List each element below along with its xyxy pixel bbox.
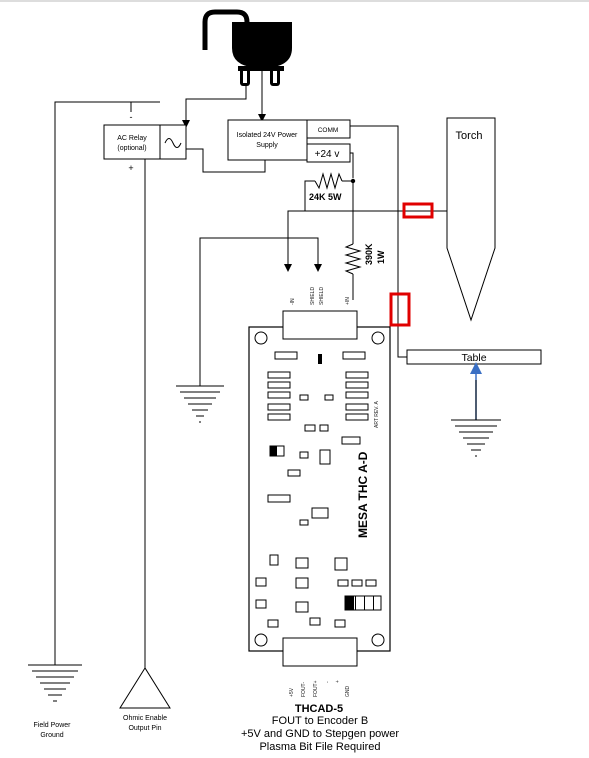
- torch-label: Torch: [456, 130, 483, 142]
- highlight-torch-wire: [402, 202, 434, 219]
- pin-bottom-0: +5V: [289, 687, 295, 697]
- ac-relay-minus: -: [130, 112, 133, 122]
- pin-top-1: SHIELD: [310, 287, 316, 305]
- board-label: MESA THC A-D: [356, 451, 370, 538]
- resistor-390k-label-2: 1W: [376, 250, 386, 264]
- relay-psu-wire: [186, 148, 266, 173]
- psu-24v-label: +24 v: [315, 149, 340, 160]
- mount-hole-tr: [371, 331, 385, 345]
- resistor-24k-label: 24K 5W: [309, 192, 342, 202]
- pin-bottom-5: GND: [345, 686, 351, 698]
- caption-line-1: FOUT to Encoder B: [272, 715, 368, 727]
- bottom-connector: [282, 637, 358, 667]
- power-supply: Isolated 24V Power Supply COMM +24 v: [227, 119, 351, 163]
- psu-comm-label: COMM: [318, 127, 339, 134]
- mount-hole-tl: [254, 331, 268, 345]
- highlight-comm-wire: [389, 292, 411, 327]
- ac-relay-label-2: (optional): [117, 145, 146, 152]
- caption-line-2: +5V and GND to Stepgen power: [241, 728, 399, 740]
- pin-top-0: -IN: [290, 298, 296, 305]
- pin-bottom-4: +: [335, 680, 341, 683]
- shield-wire: [199, 237, 319, 386]
- v24-wire: [350, 152, 354, 178]
- caption-line-3: Plasma Bit File Required: [259, 741, 380, 753]
- resistor-24k: 24K 5W: [304, 172, 356, 211]
- mount-hole-br: [371, 633, 385, 647]
- thcad-board: -IN SHIELD SHIELD +IN: [248, 287, 391, 698]
- psu-label-1: Isolated 24V Power: [237, 132, 298, 139]
- comm-table-wire: [350, 125, 407, 358]
- board-rev: ART REV. A: [374, 400, 380, 428]
- pin-bottom-1: FOUT-: [301, 682, 307, 697]
- resistor-390k: 390K 1W: [344, 243, 386, 300]
- torch-wire: [287, 210, 448, 268]
- field-ground-wire: [54, 101, 160, 665]
- top-connector: [282, 310, 358, 340]
- ohmic-pin-label-1: Ohmic Enable: [123, 715, 167, 722]
- pin-top-2: SHIELD: [319, 287, 325, 305]
- pin-bottom-3: -: [325, 681, 331, 683]
- shield-ground-icon: [176, 385, 224, 423]
- resistor-390k-label-1: 390K: [364, 243, 374, 265]
- field-ground-label-2: Ground: [40, 732, 63, 739]
- table-label: Table: [461, 352, 486, 364]
- psu-box: [227, 119, 308, 161]
- torch: Torch: [446, 117, 496, 322]
- caption-title: THCAD-5: [295, 703, 343, 715]
- ac-relay-label-1: AC Relay: [117, 135, 147, 142]
- table-ground-icon: [451, 380, 501, 457]
- ohmic-pin-icon: [119, 667, 171, 709]
- ac-relay: AC Relay (optional) - +: [103, 112, 187, 173]
- pin-top-3: +IN: [345, 297, 351, 305]
- ac-relay-plus: +: [128, 163, 133, 173]
- psu-comm-terminal: [306, 119, 351, 139]
- ohmic-pin-label-2: Output Pin: [128, 725, 161, 732]
- field-ground-label-1: Field Power: [34, 722, 72, 729]
- field-ground-icon: [28, 664, 82, 702]
- mount-hole-bl: [254, 633, 268, 647]
- pin-bottom-2: FOUT+: [313, 680, 319, 697]
- power-plug-icon: [202, 9, 292, 86]
- table: Table: [406, 349, 542, 365]
- ac-relay-sine-icon: [164, 138, 182, 148]
- board-outline: [248, 326, 391, 652]
- mains-wires: [182, 68, 266, 128]
- psu-label-2: Supply: [256, 142, 278, 149]
- ac-relay-box: [103, 124, 161, 160]
